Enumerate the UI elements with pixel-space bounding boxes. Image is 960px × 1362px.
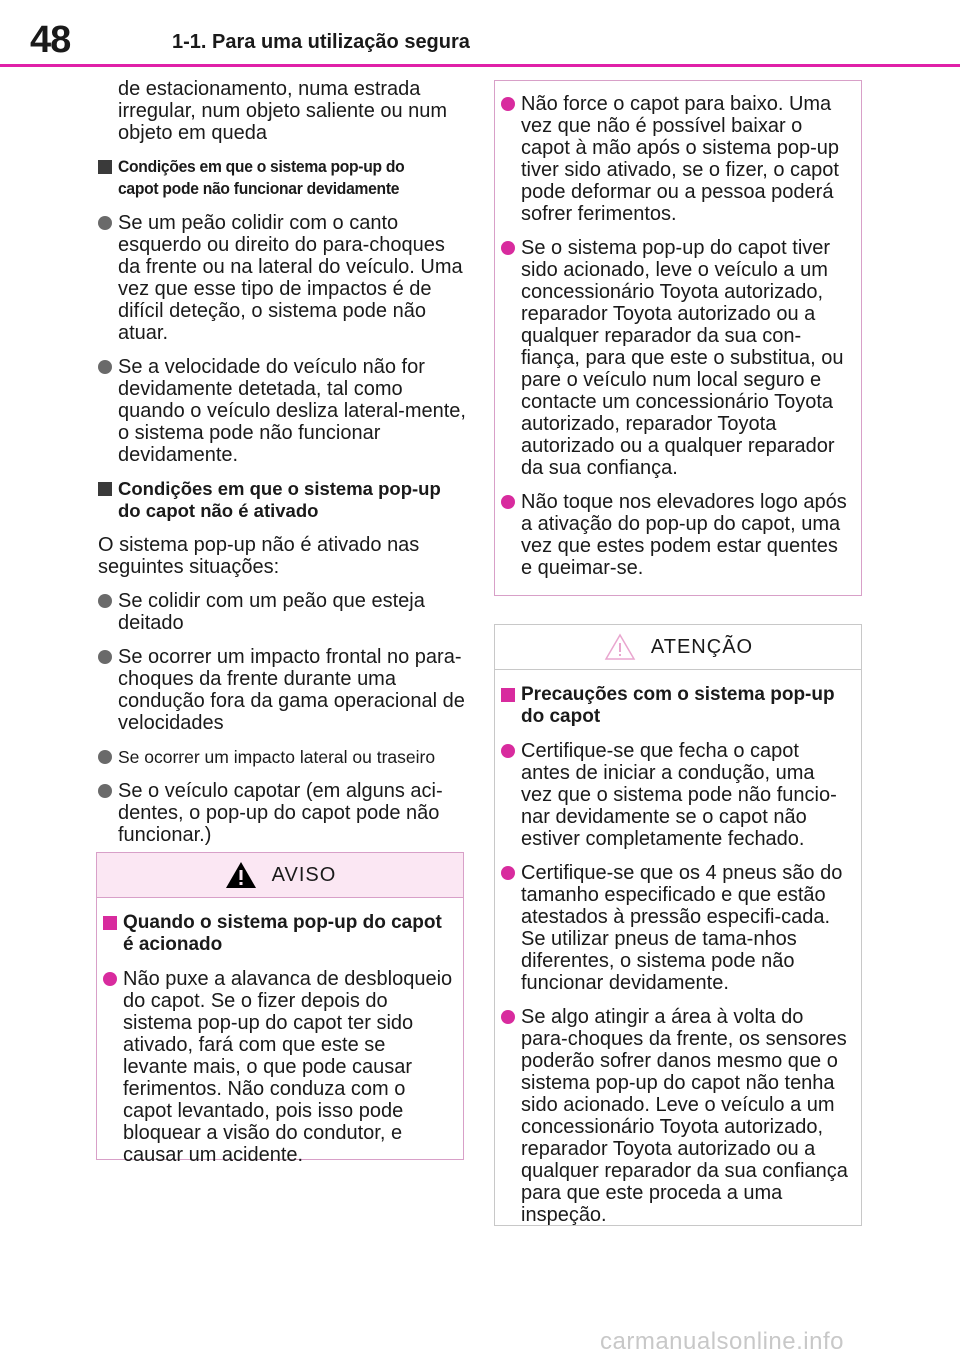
round-bullet-icon — [501, 744, 515, 758]
aviso-body: Quando o sistema pop-up do capot é acion… — [97, 898, 463, 1188]
atencao-body: Precauções com o sistema pop-up do capot… — [495, 670, 861, 1248]
list-item-text: Se o veículo capotar (em alguns aci-dent… — [118, 780, 443, 846]
round-bullet-icon — [501, 866, 515, 880]
square-bullet-icon — [98, 482, 112, 496]
square-bullet-icon — [98, 160, 112, 174]
list-item-text: Não force o capot para baixo. Uma vez qu… — [521, 93, 839, 225]
list-item: Se o sistema pop-up do capot tiver sido … — [501, 237, 851, 479]
page-header: 48 1-1. Para uma utilização segura — [0, 0, 960, 67]
list-item-text: Se a velocidade do veículo não for devid… — [118, 356, 466, 466]
page-number: 48 — [30, 19, 71, 61]
round-bullet-icon — [501, 97, 515, 111]
list-item-text: Se um peão colidir com o canto esquerdo … — [118, 212, 463, 344]
header-rule — [0, 64, 960, 67]
caution-triangle-icon — [604, 633, 636, 660]
round-bullet-icon — [98, 360, 112, 374]
aviso-heading: Quando o sistema pop-up do capot é acion… — [103, 912, 453, 956]
atencao-heading-text: Precauções com o sistema pop-up do capot — [521, 684, 835, 727]
section-title: 1-1. Para uma utilização segura — [172, 31, 470, 53]
atencao-header: ATENÇÃO — [495, 625, 861, 670]
left-column: de estacionamento, numa estrada irregula… — [98, 78, 468, 858]
round-bullet-icon — [98, 594, 112, 608]
intro-paragraph: de estacionamento, numa estrada irregula… — [118, 78, 448, 144]
list-item: Se ocorrer um impacto frontal no para-ch… — [98, 646, 468, 734]
round-bullet-icon — [501, 495, 515, 509]
list-item: Se o veículo capotar (em alguns aci-dent… — [98, 780, 468, 846]
list-item: Certifique-se que fecha o capot antes de… — [501, 740, 851, 850]
square-bullet-icon — [501, 688, 515, 702]
section1-heading: Condições em que o sistema pop-up do cap… — [98, 156, 468, 200]
list-item: Não puxe a alavanca de desbloqueio do ca… — [103, 968, 453, 1166]
list-item-text: Certifique-se que os 4 pneus são do tama… — [521, 862, 843, 994]
round-bullet-icon — [501, 241, 515, 255]
list-item: Se ocorrer um impacto lateral ou traseir… — [98, 746, 468, 768]
round-bullet-icon — [98, 750, 112, 764]
list-item: Se a velocidade do veículo não for devid… — [98, 356, 468, 466]
list-item-text: Se algo atingir a área à volta do para-c… — [521, 1006, 848, 1226]
aviso-label: AVISO — [271, 863, 337, 886]
list-item: Não toque nos elevadores logo após a ati… — [501, 491, 851, 579]
aviso-header: AVISO — [97, 853, 463, 898]
aviso-heading-text: Quando o sistema pop-up do capot é acion… — [123, 912, 442, 955]
watermark: carmanualsonline.info — [600, 1328, 844, 1355]
section2-paragraph: O sistema pop-up não é ativado nas segui… — [98, 534, 420, 578]
list-item: Se algo atingir a área à volta do para-c… — [501, 1006, 851, 1226]
aviso-box: AVISO Quando o sistema pop-up do capot é… — [96, 852, 464, 1166]
section2-heading-text: Condições em que o sistema pop-up do cap… — [118, 478, 441, 521]
atencao-box: ATENÇÃO Precauções com o sistema pop-up … — [494, 624, 862, 1226]
atencao-heading: Precauções com o sistema pop-up do capot — [501, 684, 851, 728]
atencao-label: ATENÇÃO — [650, 635, 754, 658]
round-bullet-icon — [98, 650, 112, 664]
warning-triangle-icon — [225, 862, 256, 888]
square-bullet-icon — [103, 916, 117, 930]
aviso-continued-box: Não force o capot para baixo. Uma vez qu… — [494, 80, 862, 596]
list-item-text: Certifique-se que fecha o capot antes de… — [521, 740, 837, 850]
section1-heading-text: Condições em que o sistema pop-up do cap… — [118, 157, 405, 198]
round-bullet-icon — [98, 216, 112, 230]
list-item-text: Não puxe a alavanca de desbloqueio do ca… — [123, 968, 453, 1166]
list-item-text: Não toque nos elevadores logo após a ati… — [521, 491, 847, 579]
list-item-text: Se o sistema pop-up do capot tiver sido … — [521, 237, 844, 479]
round-bullet-icon — [501, 1010, 515, 1024]
list-item: Se colidir com um peão que esteja deitad… — [98, 590, 468, 634]
section2-heading: Condições em que o sistema pop-up do cap… — [98, 478, 468, 522]
round-bullet-icon — [103, 972, 117, 986]
aviso-continued-body: Não force o capot para baixo. Uma vez qu… — [495, 81, 861, 601]
round-bullet-icon — [98, 784, 112, 798]
list-item-text: Se ocorrer um impacto frontal no para-ch… — [118, 646, 465, 734]
list-item-text: Se ocorrer um impacto lateral ou traseir… — [118, 747, 436, 767]
list-item: Certifique-se que os 4 pneus são do tama… — [501, 862, 851, 994]
list-item: Não force o capot para baixo. Uma vez qu… — [501, 93, 851, 225]
list-item-text: Se colidir com um peão que esteja deitad… — [118, 590, 425, 634]
list-item: Se um peão colidir com o canto esquerdo … — [98, 212, 468, 344]
